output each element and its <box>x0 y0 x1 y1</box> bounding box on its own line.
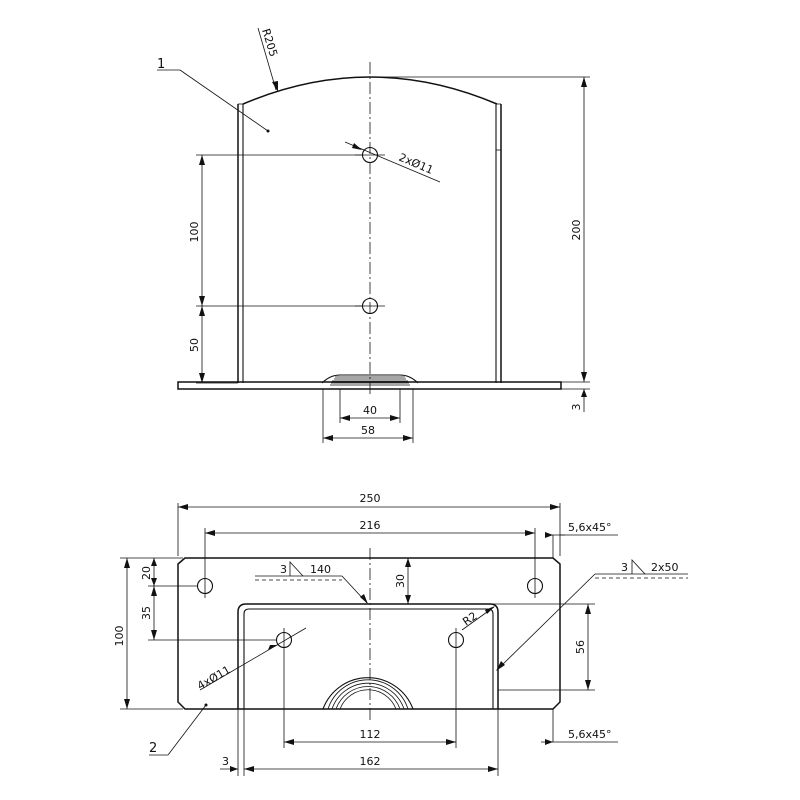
bottom-view: 250 216 5,6x45° 5,6x45° 100 20 <box>113 492 688 776</box>
dim-3-label: 3 <box>570 404 583 411</box>
dim-50-label: 50 <box>188 338 201 352</box>
weld-side-b-label: 2x50 <box>651 561 679 574</box>
part-1-label: 1 <box>157 57 165 72</box>
weld-top-b-label: 140 <box>310 563 331 576</box>
dim-250-label: 250 <box>360 492 381 505</box>
weld-top-a-label: 3 <box>280 563 287 576</box>
chamfer-top-label: 5,6x45° <box>568 521 612 534</box>
part-1-leader <box>179 69 269 132</box>
dim-58-label: 58 <box>361 424 375 437</box>
dim-162-label: 162 <box>360 755 381 768</box>
weld-side-a-label: 3 <box>621 561 628 574</box>
dim-20-label: 20 <box>140 566 153 580</box>
chamfer-bottom-label: 5,6x45° <box>568 728 612 741</box>
u-channel <box>237 603 499 709</box>
dim-35-label: 35 <box>140 606 153 620</box>
dim-112-label: 112 <box>360 728 381 741</box>
dim-216-label: 216 <box>360 519 381 532</box>
dim-30-label: 30 <box>394 574 407 588</box>
holes-leader <box>344 141 441 183</box>
dim-40-label: 40 <box>363 404 377 417</box>
part-2-leader <box>167 704 207 756</box>
base-plate <box>177 381 562 390</box>
dim-56-label: 56 <box>574 640 587 654</box>
dim-200-label: 200 <box>570 220 583 241</box>
r2-label: R2 <box>460 609 479 628</box>
part-2-label: 2 <box>149 741 157 756</box>
dim-100b-label: 100 <box>113 626 126 647</box>
bottom-slot-hatch <box>322 677 414 710</box>
holes-4x-label: 4xØ11 <box>195 663 233 692</box>
r205-leader <box>257 27 277 91</box>
weld-symbol-top: 3 140 <box>255 560 368 604</box>
top-view: 100 50 200 3 40 58 R205 <box>157 27 590 443</box>
holes-2x-label: 2xØ11 <box>397 151 435 177</box>
weld-symbol-side: 3 2x50 <box>496 558 688 671</box>
dim-3b-label: 3 <box>222 755 229 768</box>
holes-4x-leader <box>199 627 307 691</box>
dim-100-label: 100 <box>188 222 201 243</box>
